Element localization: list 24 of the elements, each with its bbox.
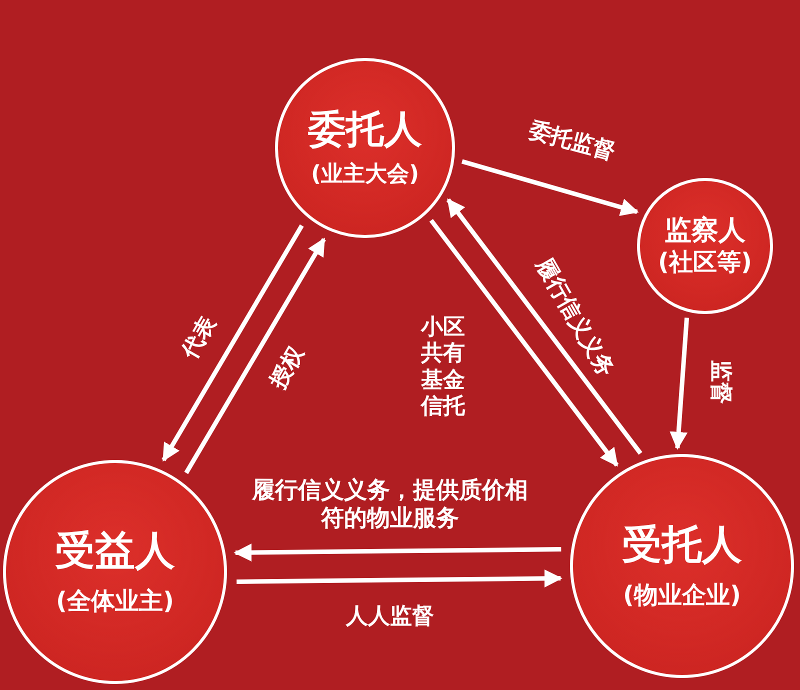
edge-label: 小区共有基金信托 bbox=[421, 315, 465, 421]
edge-label: 监督 bbox=[707, 360, 734, 404]
edge-label: 人人监督 bbox=[346, 604, 434, 630]
arrow bbox=[236, 569, 562, 588]
role-note: (社区等) bbox=[658, 247, 752, 278]
role-name: 受托人 bbox=[622, 521, 742, 570]
edge-label: 履行信义义务，提供质价相符的物业服务 bbox=[250, 477, 529, 533]
arrow bbox=[234, 544, 562, 562]
arrow bbox=[429, 218, 619, 467]
edge-label: 授权 bbox=[266, 342, 310, 394]
arrow bbox=[162, 224, 304, 462]
role-note: (物业企业) bbox=[623, 580, 741, 612]
arrow bbox=[446, 198, 642, 455]
role-name: 受益人 bbox=[55, 527, 175, 576]
edge-label: 代表 bbox=[178, 312, 222, 364]
edge-label: 委托监督 bbox=[526, 118, 618, 166]
arrow bbox=[184, 238, 326, 474]
arrow bbox=[461, 159, 639, 216]
role-note: (业主大会) bbox=[310, 161, 420, 190]
role-note: (全体业主) bbox=[56, 586, 174, 618]
arrow bbox=[670, 318, 690, 450]
role-name: 监察人 bbox=[664, 214, 746, 248]
role-name: 委托人 bbox=[308, 106, 422, 153]
edge-label: 履行信义义务 bbox=[530, 254, 618, 382]
